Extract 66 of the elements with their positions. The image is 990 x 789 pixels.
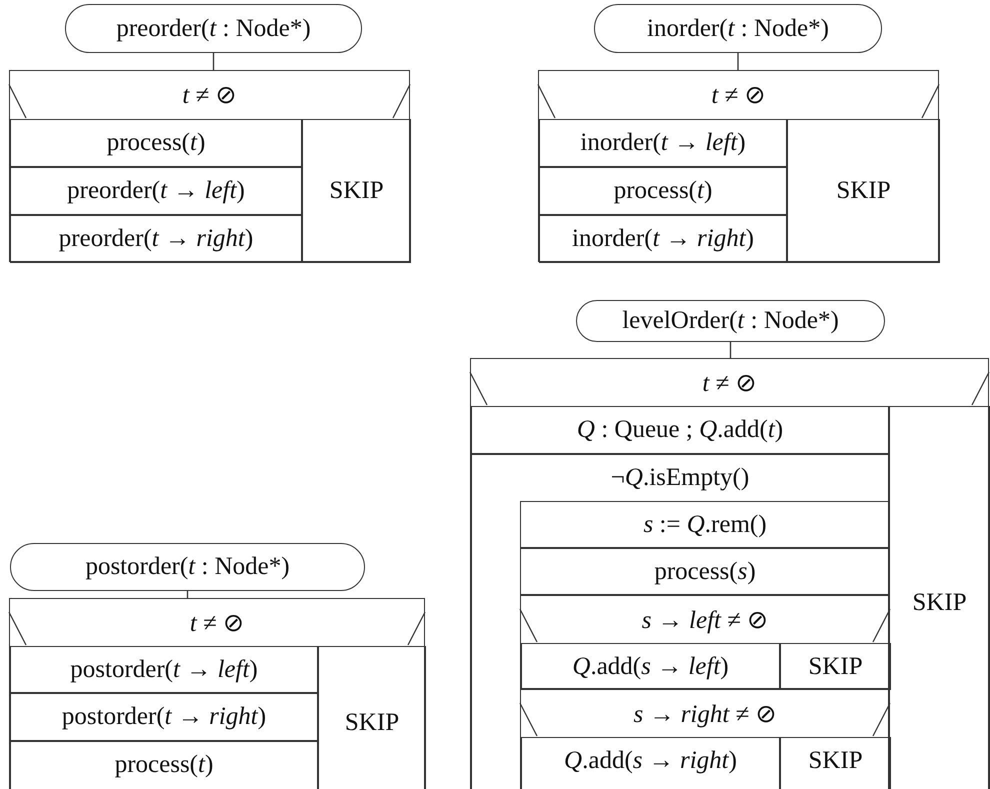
function-terminal (65, 4, 362, 53)
loop-condition: ¬Q.isEmpty() (610, 464, 750, 492)
statement-text: Q.add(s → right) (564, 747, 737, 775)
statement-cell (787, 119, 940, 263)
function-terminal (10, 543, 365, 591)
statement-cell (471, 406, 889, 454)
condition-text: t ≠ ⊘ (190, 608, 244, 638)
connector-line (730, 342, 732, 358)
statement-text: s := Q.rem() (643, 510, 767, 538)
statement-cell (520, 501, 890, 548)
condition-block (9, 598, 425, 789)
condition-block (520, 689, 890, 789)
statement-text: SKIP (912, 588, 967, 616)
statement-text: SKIP (329, 177, 384, 205)
condition-block (9, 70, 410, 262)
condition-text: t ≠ ⊘ (182, 81, 237, 110)
function-signature: inorder(t : Node*) (647, 14, 829, 42)
condition-text: t ≠ ⊘ (702, 368, 757, 398)
statement-text: postorder(t → right) (62, 703, 266, 731)
statement-cell (318, 646, 426, 789)
statement-cell (539, 167, 787, 215)
statement-text: SKIP (808, 652, 863, 680)
statement-cell (10, 215, 302, 263)
statement-text: process(t) (614, 177, 712, 205)
statement-cell (10, 693, 318, 741)
statement-cell (520, 548, 890, 595)
condition-text: s → left ≠ ⊘ (642, 606, 768, 634)
condition-block (520, 595, 890, 689)
statement-text: Q : Queue ; Q.add(t) (576, 416, 784, 444)
statement-text: preorder(t → left) (67, 177, 245, 205)
statement-cell (539, 215, 787, 263)
statement-text: SKIP (808, 747, 863, 775)
function-signature: preorder(t : Node*) (116, 14, 311, 42)
statement-text: process(t) (106, 129, 206, 157)
statement-text: postorder(t → left) (70, 656, 258, 684)
statement-cell (539, 119, 787, 167)
condition-text: t ≠ ⊘ (711, 81, 766, 110)
statement-text: Q.add(s → left) (572, 652, 729, 680)
statement-cell (889, 406, 990, 789)
statement-cell (780, 643, 891, 690)
connector-line (186, 591, 188, 598)
function-terminal (594, 4, 882, 53)
condition-text: s → right ≠ ⊘ (633, 700, 777, 728)
statement-text: SKIP (836, 177, 891, 205)
connector-line (212, 53, 214, 70)
loop-block (471, 454, 889, 789)
statement-cell (521, 643, 780, 690)
statement-cell (10, 119, 302, 167)
statement-cell (10, 741, 318, 789)
connector-line (737, 53, 739, 70)
condition-block (470, 358, 989, 789)
function-terminal (576, 300, 885, 342)
statement-text: process(s) (654, 558, 756, 586)
function-signature: levelOrder(t : Node*) (622, 307, 839, 335)
statement-text: SKIP (344, 708, 400, 736)
statement-cell (10, 646, 318, 693)
statement-text: preorder(t → right) (58, 225, 254, 253)
statement-cell (521, 737, 780, 789)
statement-text: inorder(t → right) (572, 225, 754, 253)
statement-cell (780, 737, 891, 789)
statement-text: process(t) (114, 751, 214, 779)
statement-text: inorder(t → left) (580, 129, 746, 157)
statement-cell (10, 167, 302, 215)
function-signature: postorder(t : Node*) (85, 553, 290, 581)
statement-cell (302, 119, 411, 263)
condition-block (538, 70, 939, 262)
